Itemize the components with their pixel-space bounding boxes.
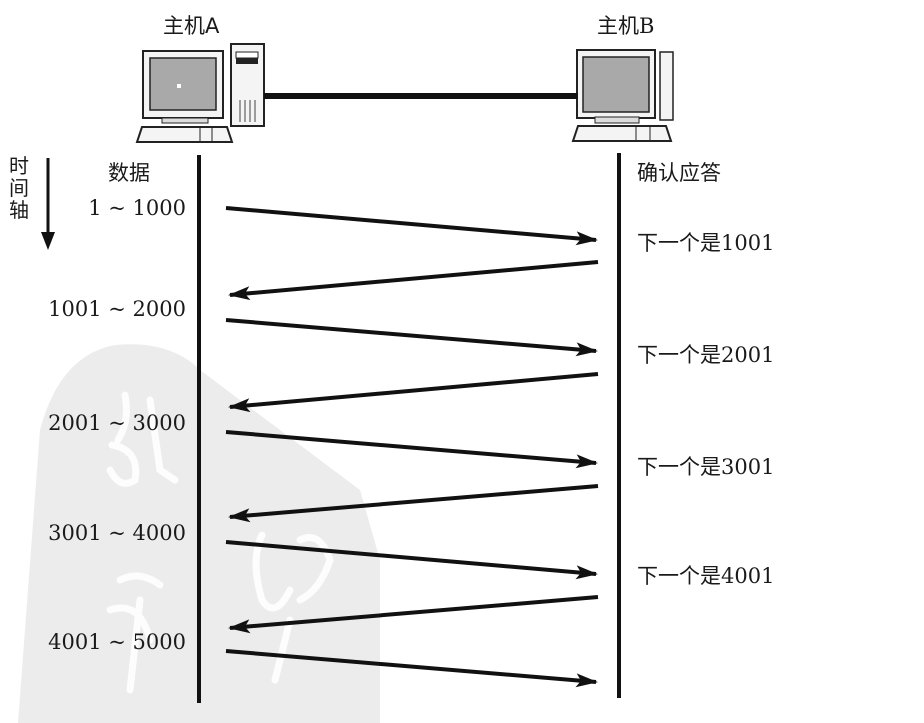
host-a-label: 主机A [163,14,220,38]
ack-label-2: 下一个是2001 [637,343,775,367]
time-axis-label: 时 间 轴 [9,154,29,222]
ack-arrow-3 [228,484,599,523]
host-b-label: 主机B [597,14,655,38]
data-arrow-3 [225,430,598,469]
ack-arrow-1 [228,260,599,301]
data-range-4: 3001 ~ 4000 [48,521,186,545]
data-arrow-1 [225,206,598,246]
ack-label-3: 下一个是3001 [637,455,775,479]
ack-label-4: 下一个是4001 [637,564,775,588]
data-range-5: 4001 ~ 5000 [48,630,186,654]
ack-arrow-2 [228,372,599,413]
data-range-1: 1 ~ 1000 [88,196,186,220]
time-axis-arrow-icon [41,158,55,250]
data-column-header: 数据 [108,161,150,185]
data-arrow-4 [225,540,598,580]
ack-label-1: 下一个是1001 [637,231,775,255]
data-arrow-5 [225,649,598,688]
data-arrow-2 [225,318,598,357]
data-range-3: 2001 ~ 3000 [48,411,186,435]
ack-column-header: 确认应答 [637,161,721,185]
ack-arrow-4 [228,595,599,634]
data-range-2: 1001 ~ 2000 [48,297,186,321]
